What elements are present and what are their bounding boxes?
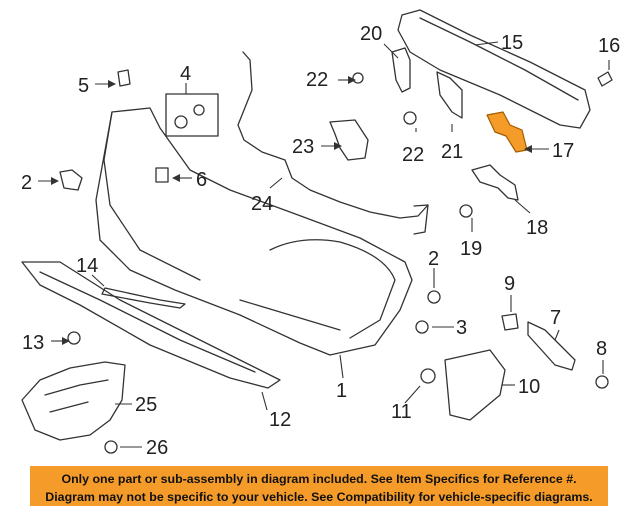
callout-5: 5 <box>78 75 89 97</box>
callout-10: 10 <box>518 376 540 398</box>
callout-4: 4 <box>180 63 191 85</box>
callout-3: 3 <box>456 317 467 339</box>
callout-1: 1 <box>336 380 347 402</box>
under-shield-part <box>21 361 126 441</box>
callout-25: 25 <box>135 394 157 416</box>
leader-lines <box>38 41 610 448</box>
callout-22-top: 22 <box>306 69 328 91</box>
bumper-cover-part <box>95 107 413 356</box>
trim-strip-part <box>101 287 186 309</box>
bracket-21-part <box>436 71 463 119</box>
callout-24: 24 <box>251 193 273 215</box>
callout-16: 16 <box>598 35 620 57</box>
impact-bar-part <box>397 9 591 129</box>
bracket-20-part <box>391 47 411 93</box>
callout-23: 23 <box>292 136 314 158</box>
callout-labels: 5 4 2 6 20 15 16 22 17 23 22 21 24 18 19… <box>21 23 620 459</box>
wiring-harness-part <box>237 51 429 235</box>
callout-2-right: 2 <box>428 248 439 270</box>
notice-line-2: Diagram may not be specific to your vehi… <box>45 490 593 504</box>
bracket-17-highlighted-part <box>486 111 528 153</box>
bolt-washer-4-part <box>165 93 219 137</box>
callout-6: 6 <box>196 169 207 191</box>
callout-13: 13 <box>22 332 44 354</box>
fasteners <box>59 69 613 454</box>
callout-22-bottom: 22 <box>402 144 424 166</box>
callout-18: 18 <box>526 217 548 239</box>
notice-line-1: Only one part or sub-assembly in diagram… <box>61 472 577 486</box>
callout-20: 20 <box>360 23 382 45</box>
callout-8: 8 <box>596 338 607 360</box>
callout-9: 9 <box>504 273 515 295</box>
bracket-23-part <box>329 119 369 161</box>
notice-banner: Only one part or sub-assembly in diagram… <box>30 466 608 506</box>
callout-14: 14 <box>76 255 98 277</box>
callout-2-left: 2 <box>21 172 32 194</box>
callout-26: 26 <box>146 437 168 459</box>
callout-21: 21 <box>441 141 463 163</box>
clip-6-part <box>155 167 169 183</box>
callout-11: 11 <box>391 401 412 423</box>
lower-diffuser-part <box>21 261 281 389</box>
callout-7: 7 <box>550 307 561 329</box>
callout-12: 12 <box>269 409 291 431</box>
callout-19: 19 <box>460 238 482 260</box>
callout-15: 15 <box>501 32 523 54</box>
bracket-18-part <box>471 164 519 201</box>
callout-17: 17 <box>552 140 574 162</box>
